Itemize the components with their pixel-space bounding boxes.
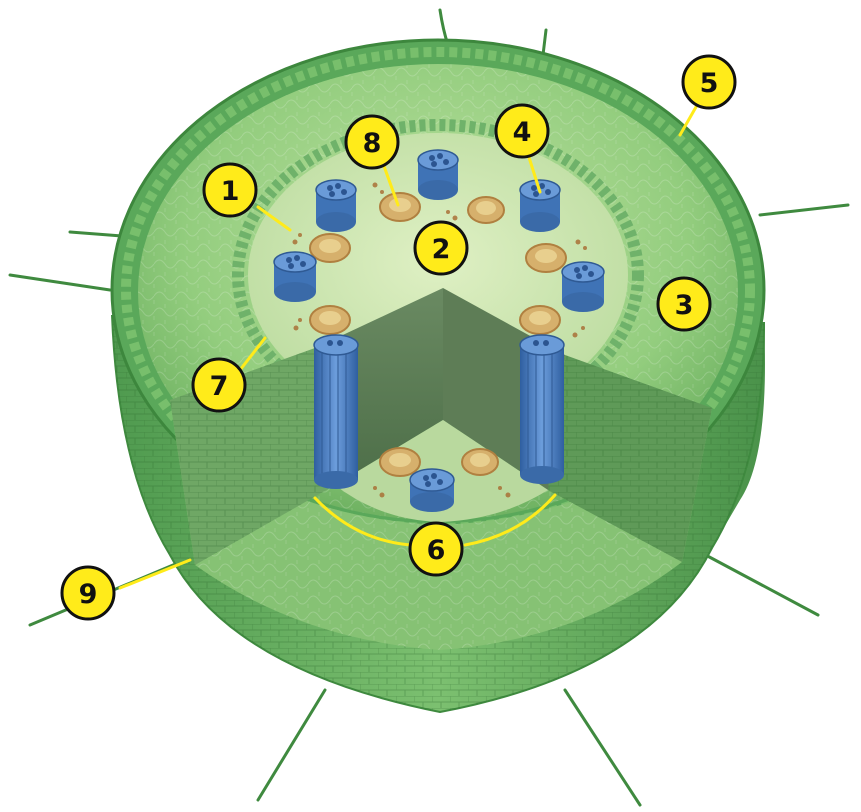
callout-3: 3 xyxy=(658,278,710,330)
callout-2: 2 xyxy=(415,222,467,274)
callout-label: 9 xyxy=(79,579,98,610)
callout-8: 8 xyxy=(346,116,398,168)
callout-label: 3 xyxy=(675,290,694,321)
callout-label: 8 xyxy=(363,128,382,159)
xylem-column-left xyxy=(314,335,358,489)
callout-1: 1 xyxy=(204,164,256,216)
xylem-column-right xyxy=(520,335,564,484)
callout-label: 6 xyxy=(427,535,446,566)
callout-7: 7 xyxy=(193,359,245,411)
callout-label: 1 xyxy=(221,176,240,207)
callout-6: 6 xyxy=(410,523,462,575)
callout-label: 4 xyxy=(513,117,532,148)
callout-9: 9 xyxy=(62,567,114,619)
callout-5: 5 xyxy=(683,56,735,108)
callout-4: 4 xyxy=(496,105,548,157)
callout-label: 5 xyxy=(700,68,719,99)
callout-label: 7 xyxy=(210,371,229,402)
callout-label: 2 xyxy=(432,234,451,265)
